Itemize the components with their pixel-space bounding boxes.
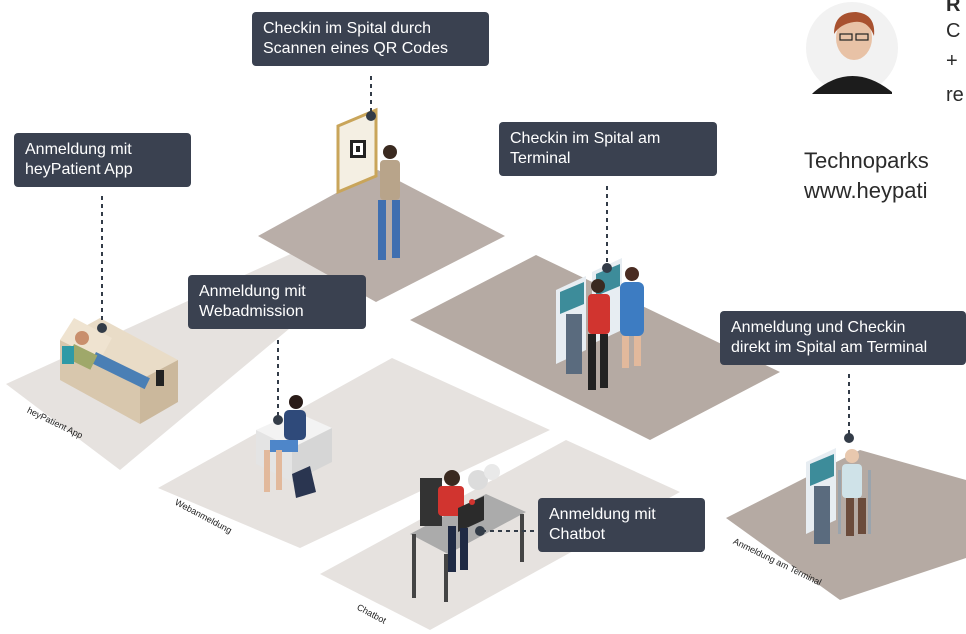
callout-app: Anmeldung mit heyPatient App — [14, 133, 191, 187]
contact-block: R C + re — [946, 0, 966, 110]
callout-terminal-line1: Checkin im Spital am — [510, 130, 661, 147]
callout-qr-line2: Scannen eines QR Codes — [263, 40, 448, 57]
callout-qr-checkin: Checkin im Spital durch Scannen eines QR… — [252, 12, 489, 66]
leader-dots — [97, 111, 854, 536]
contact-website: www.heypati — [804, 178, 928, 203]
direct-terminal-illustration — [806, 448, 871, 544]
contact-line1: C — [946, 20, 961, 42]
callout-chatbot-line1: Anmeldung mit — [549, 506, 656, 523]
terminal-illustration — [556, 258, 644, 390]
contact-line3: re — [946, 84, 964, 106]
callout-web-line1: Anmeldung mit — [199, 283, 306, 300]
callout-web-line2: Webadmission — [199, 303, 304, 320]
sofa-illustration — [60, 318, 178, 424]
desk-illustration — [410, 464, 526, 602]
leader-lines — [101, 76, 850, 532]
contact-portrait — [806, 2, 898, 94]
contact-line2: + — [946, 50, 958, 72]
callout-chatbot-line2: Chatbot — [549, 526, 606, 543]
contact-address-block: Technoparks www.heypati — [804, 146, 966, 210]
contact-address: Technoparks — [804, 148, 929, 173]
floor-chatbot — [320, 440, 680, 630]
callout-webadmission: Anmeldung mit Webadmission — [188, 275, 366, 329]
callout-direct-line2: direkt im Spital am Terminal — [731, 339, 928, 356]
callout-chatbot: Anmeldung mit Chatbot — [538, 498, 705, 552]
callout-app-line2: heyPatient App — [25, 161, 133, 178]
callout-qr-line1: Checkin im Spital durch — [263, 20, 432, 37]
callout-app-line1: Anmeldung mit — [25, 141, 132, 158]
callout-direct-line1: Anmeldung und Checkin — [731, 319, 906, 336]
callout-direct-terminal: Anmeldung und Checkin direkt im Spital a… — [720, 311, 966, 365]
callout-terminal-line2: Terminal — [510, 150, 571, 167]
armchair-illustration — [256, 395, 332, 498]
callout-terminal-checkin: Checkin im Spital am Terminal — [499, 122, 717, 176]
qr-frame-illustration — [336, 107, 400, 260]
floor-web — [158, 358, 550, 548]
contact-name: R — [946, 0, 961, 16]
